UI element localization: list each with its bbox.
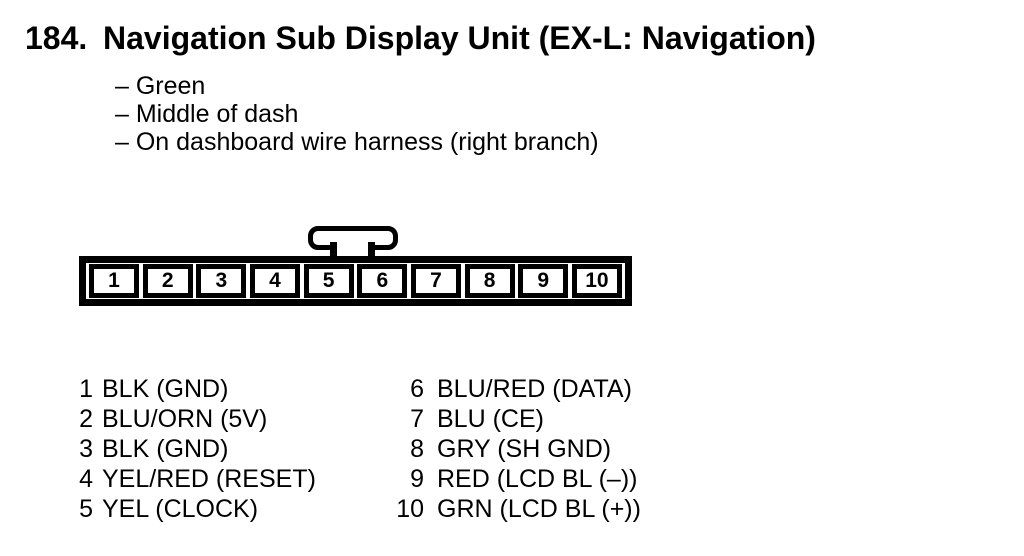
pin-wire-label: GRN (LCD BL (+)): [437, 495, 641, 523]
pin-wire-label: BLK (GND): [102, 435, 229, 463]
pin-cell: 6: [357, 264, 408, 298]
pin-wire-label: BLU (CE): [437, 405, 544, 433]
page-title: 184. Navigation Sub Display Unit (EX-L: …: [25, 20, 816, 56]
pin-row: 8 GRY (SH GND): [390, 434, 641, 464]
pin-wire-label: GRY (SH GND): [437, 435, 612, 463]
pin-cell: 4: [249, 264, 300, 298]
pin-number: 5: [79, 495, 93, 523]
pin-list-left: 1 BLK (GND) 2 BLU/ORN (5V) 3 BLK (GND) 4…: [60, 374, 316, 524]
pin-list-right: 6 BLU/RED (DATA) 7 BLU (CE) 8 GRY (SH GN…: [390, 374, 641, 524]
pin-cell: 3: [196, 264, 247, 298]
pin-cell: 5: [303, 264, 354, 298]
pin-number: 6: [410, 375, 424, 403]
pin-wire-label: YEL/RED (RESET): [102, 465, 316, 493]
pin-cell: 10: [571, 264, 622, 298]
note-line: – Green: [115, 72, 206, 100]
pin-wire-label: YEL (CLOCK): [102, 495, 259, 523]
pin-row: 6 BLU/RED (DATA): [390, 374, 641, 404]
pin-number: 3: [79, 435, 93, 463]
note-line: – On dashboard wire harness (right branc…: [115, 128, 599, 156]
connector-latch-neck: [330, 242, 375, 257]
pin-number: 7: [410, 405, 424, 433]
note-line: – Middle of dash: [115, 100, 299, 128]
pin-row: 1 BLK (GND): [60, 374, 316, 404]
pin-row: 10 GRN (LCD BL (+)): [390, 494, 641, 524]
pin-cell: 9: [518, 264, 569, 298]
pin-number: 10: [396, 495, 424, 523]
pin-row: 9 RED (LCD BL (–)): [390, 464, 641, 494]
pin-cell: 8: [464, 264, 515, 298]
pin-row: 2 BLU/ORN (5V): [60, 404, 316, 434]
pin-number: 9: [410, 465, 424, 493]
section-title: Navigation Sub Display Unit (EX-L: Navig…: [103, 20, 816, 56]
pin-cell: 7: [410, 264, 461, 298]
section-number: 184.: [25, 20, 88, 56]
connector-notes: – Green – Middle of dash – On dashboard …: [115, 72, 599, 156]
pin-wire-label: RED (LCD BL (–)): [437, 465, 638, 493]
pin-number: 8: [410, 435, 424, 463]
pin-cell: 2: [142, 264, 193, 298]
pin-wire-label: BLU/ORN (5V): [102, 405, 268, 433]
pin-number: 4: [79, 465, 93, 493]
pin-row: 3 BLK (GND): [60, 434, 316, 464]
pin-cell: 1: [89, 264, 139, 298]
pin-row: 4 YEL/RED (RESET): [60, 464, 316, 494]
pin-number: 2: [79, 405, 93, 433]
pin-row: 7 BLU (CE): [390, 404, 641, 434]
pin-wire-label: BLK (GND): [102, 375, 229, 403]
connector-body: 1 2 3 4 5 6 7 8 9 10: [79, 256, 632, 306]
pin-number: 1: [79, 375, 93, 403]
pin-row: 5 YEL (CLOCK): [60, 494, 316, 524]
pin-wire-label: BLU/RED (DATA): [437, 375, 632, 403]
